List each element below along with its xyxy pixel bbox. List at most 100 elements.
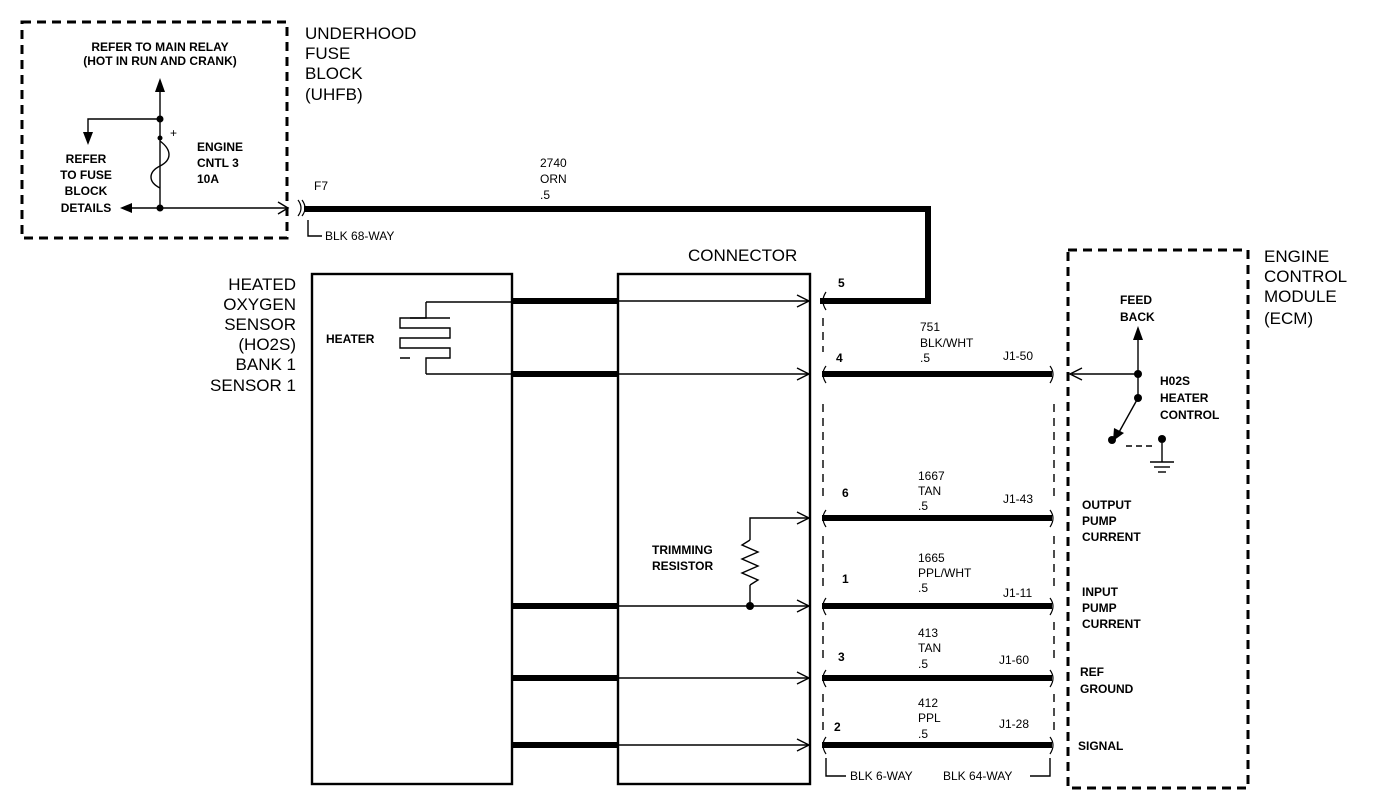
ecm-function-text: CURRENT (1082, 530, 1141, 544)
sensor-title-line: SENSOR 1 (210, 376, 296, 395)
wire-gauge: .5 (918, 727, 928, 741)
ecm-function-text: GROUND (1080, 682, 1134, 696)
wire-circuit: 412 (918, 696, 938, 710)
connector-arrows (796, 294, 811, 752)
sensor-title-line: OXYGEN (223, 295, 296, 314)
arrow-left-icon (120, 203, 132, 213)
ecm-boundary (1066, 248, 1250, 790)
resistor-lead (749, 517, 808, 540)
connector-arrow-icon (277, 201, 290, 215)
pin-number: 6 (842, 486, 849, 500)
feedback-label: BACK (1120, 310, 1155, 324)
sensor-side-tabs (822, 291, 827, 755)
connector-tab (297, 199, 302, 217)
sensor-title: HEATED OXYGEN SENSOR (HO2S) BANK 1 SENSO… (210, 275, 296, 395)
relay-reference-text: REFER TO MAIN RELAY (91, 40, 228, 54)
ecm-pin: J1-50 (1003, 349, 1033, 363)
fuse-block-title: UNDERHOOD FUSE BLOCK (UHFB) (305, 24, 416, 104)
ecm-pin: J1-43 (1003, 492, 1033, 506)
heater-label: HEATER (326, 332, 375, 346)
ecm-function-text: OUTPUT (1082, 498, 1132, 512)
fuse-reference-text: REFER (66, 152, 107, 166)
ecm-function-text: PUMP (1082, 514, 1117, 528)
fuse-name-text: 10A (197, 172, 219, 186)
sensor-title-line: SENSOR (224, 315, 296, 334)
connector-arrow-icon (796, 367, 811, 381)
wire-color: TAN (918, 641, 941, 655)
fuse-position-text: F7 (314, 179, 328, 193)
fuse-reference-text: BLOCK (65, 184, 108, 198)
ecm-title-line: CONTROL (1264, 267, 1347, 286)
wire-color: BLK/WHT (920, 336, 974, 350)
fuse-block-title-line: BLOCK (305, 64, 363, 83)
sensor-title-line: (HO2S) (238, 335, 296, 354)
ecm-pin: J1-11 (1003, 586, 1032, 600)
feed-wire-circuit: 2740 (540, 156, 567, 170)
wire-gauge: .5 (918, 581, 928, 595)
fuse-connector-text: BLK 68-WAY (325, 229, 394, 243)
wire-gauge: .5 (918, 499, 928, 513)
resistor-label: RESISTOR (652, 559, 713, 573)
ecm-function-text: REF (1080, 665, 1104, 679)
fuse-symbol (150, 140, 170, 189)
wire-circuit: 1665 (918, 551, 945, 565)
ecm-input-arrow-icon (1068, 367, 1083, 381)
fuse-block-title-line: FUSE (305, 44, 350, 63)
arrow-down-icon (83, 132, 93, 145)
pin-number: 5 (838, 276, 845, 290)
fuse-terminal (157, 135, 163, 141)
feed-wire-gauge: .5 (540, 188, 550, 202)
pin-number: 3 (838, 650, 845, 664)
fuse-detail-branch (87, 118, 160, 138)
heater-control-switch (1117, 397, 1139, 435)
connector-body (616, 272, 812, 786)
fuse-block-title-line: UNDERHOOD (305, 24, 416, 43)
ecm-side-tabs (1049, 365, 1055, 755)
fuse-reference-text: TO FUSE (60, 168, 112, 182)
fuse-connector-leader (307, 220, 322, 237)
feedback-label: FEED (1120, 293, 1152, 307)
ecm-function-text: INPUT (1082, 585, 1119, 599)
wire-gauge: .5 (920, 351, 930, 365)
ecm-title-line: ENGINE (1264, 247, 1329, 266)
ecm-title-line: (ECM) (1264, 309, 1313, 328)
connector-title: CONNECTOR (688, 246, 797, 265)
heater-element-symbol (399, 302, 451, 374)
heater-element-symbol (400, 317, 450, 359)
pin-number: 1 (842, 572, 849, 586)
ecm-title: ENGINE CONTROL MODULE (ECM) (1264, 247, 1347, 328)
connector-arrow-icon (796, 294, 811, 308)
wire-circuit: 1667 (918, 469, 945, 483)
sensor-body (310, 272, 514, 786)
sensor-connector-leader (825, 758, 846, 777)
ecm-title-line: MODULE (1264, 287, 1337, 306)
heater-control-label: CONTROL (1160, 408, 1219, 422)
resistor-label: TRIMMING (652, 543, 713, 557)
fuse-plus-mark: + (170, 126, 177, 140)
arrow-up-icon (155, 78, 165, 92)
ecm-connector-text: BLK 64-WAY (943, 769, 1012, 783)
pin-number: 4 (836, 351, 843, 365)
feed-wire-color: ORN (540, 172, 567, 186)
wire-circuit: 751 (920, 320, 940, 334)
ecm-function-text: PUMP (1082, 601, 1117, 615)
switch-arrow-icon (1113, 428, 1124, 441)
arrow-up-icon (1133, 326, 1143, 340)
sensor-title-line: BANK 1 (236, 355, 296, 374)
splice-dot (746, 602, 754, 610)
heater-control-label: H02S (1160, 374, 1190, 388)
fuse-block-title-line: (UHFB) (305, 85, 363, 104)
wire-circuit: 413 (918, 626, 938, 640)
heater-control-label: HEATER (1160, 391, 1209, 405)
ecm-function-text: SIGNAL (1078, 739, 1123, 753)
wire-color: TAN (918, 484, 941, 498)
feed-wire-2740 (304, 206, 931, 304)
wire-color: PPL (918, 711, 941, 725)
switch-terminal (1158, 435, 1166, 443)
connector-arrow-icon (796, 671, 811, 685)
fuse-reference-text: DETAILS (61, 201, 111, 215)
connector-arrow-icon (796, 511, 811, 525)
wire-color: PPL/WHT (918, 566, 972, 580)
relay-reference-text: (HOT IN RUN AND CRANK) (83, 54, 237, 68)
